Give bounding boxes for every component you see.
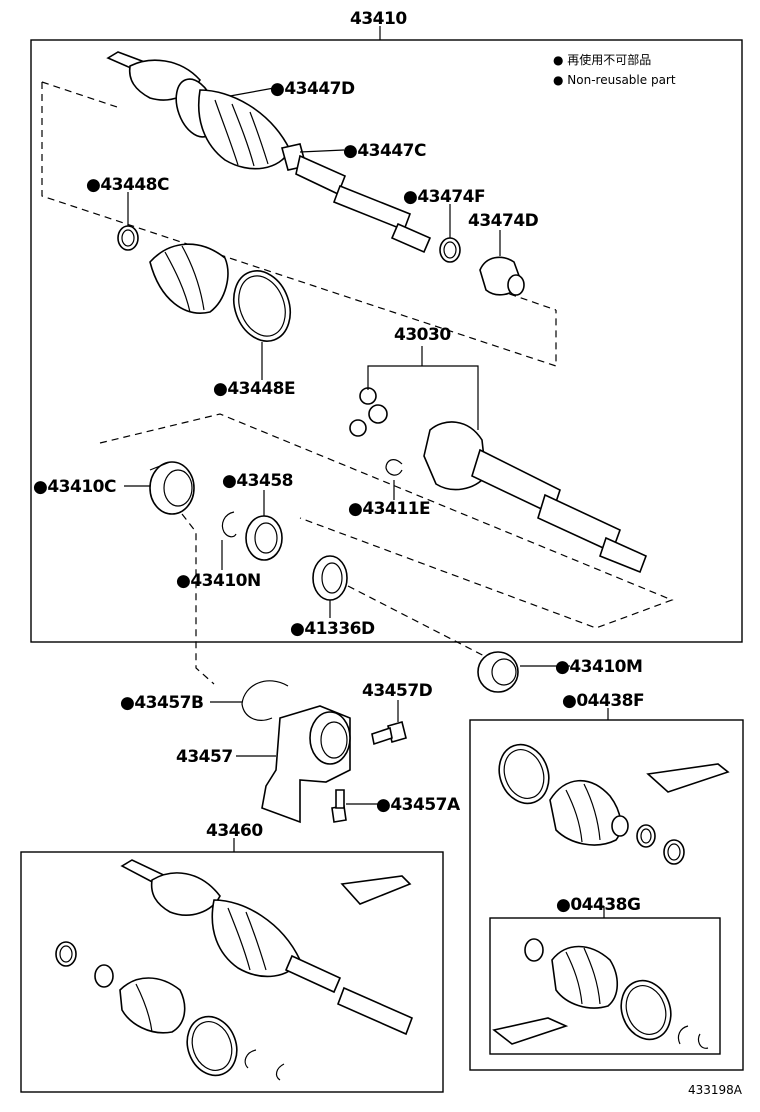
- seal-43458: [245, 515, 283, 561]
- outer-joint-shaft: [106, 51, 432, 254]
- snap-ring-43410N: [221, 511, 237, 538]
- label-43410M: ●43410M: [555, 657, 642, 677]
- label-43460: 43460: [206, 821, 263, 841]
- label-43457A: ●43457A: [376, 795, 461, 815]
- seal-41336D: [312, 555, 348, 601]
- label-43448C: ●43448C: [86, 175, 169, 195]
- label-43410: 43410: [350, 9, 407, 29]
- kit-04438G-frame: [489, 917, 721, 1055]
- label-41336D: ●41336D: [290, 619, 375, 639]
- label-43474D: 43474D: [468, 211, 539, 231]
- label-43410C: ●43410C: [33, 477, 116, 497]
- label-43457B: ●43457B: [120, 693, 203, 713]
- label-43458: ●43458: [222, 471, 293, 491]
- label-43030: 43030: [394, 325, 451, 345]
- label-43411E: ●43411E: [348, 499, 430, 519]
- bearing-43410C: [149, 461, 195, 515]
- kit-04438F-frame: [469, 719, 744, 1071]
- bearing-43410M: [477, 651, 519, 693]
- label-43448E: ●43448E: [213, 379, 295, 399]
- snap-ring-43411E: [385, 459, 403, 476]
- label-43447D: ●43447D: [270, 79, 355, 99]
- assembly-43460-frame: [20, 851, 444, 1093]
- damper-43474D: [479, 256, 525, 296]
- band-43448E: [232, 270, 292, 342]
- label-43410N: ●43410N: [176, 571, 261, 591]
- label-04438F: ●04438F: [562, 691, 644, 711]
- kit-04438F-parts: [498, 743, 730, 865]
- legend-jp: ● 再使用不可部品: [553, 52, 651, 67]
- inner-joint-43030: [349, 387, 648, 574]
- snap-ring-43457B: [241, 680, 289, 721]
- dashed-region-upper: [41, 82, 557, 367]
- assembly-43460-parts: [55, 859, 414, 1081]
- label-04438G: ●04438G: [556, 895, 640, 915]
- kit-04438G-parts: [492, 938, 709, 1049]
- bolt-43457D: [371, 721, 407, 746]
- bracket-43457: [261, 705, 351, 824]
- clamp-43448C: [117, 225, 139, 251]
- label-43474F: ●43474F: [403, 187, 485, 207]
- label-43457: 43457: [176, 747, 233, 767]
- label-43457D: 43457D: [362, 681, 433, 701]
- snap-ring-43474F: [439, 237, 461, 263]
- inner-boot: [149, 243, 229, 314]
- bolt-43457A: [331, 789, 347, 823]
- assembly-43410-frame: [30, 39, 743, 643]
- label-43447C: ●43447C: [343, 141, 426, 161]
- figure-code: 433198A: [688, 1083, 743, 1097]
- dashed-region-lower: [99, 413, 674, 629]
- legend-en: ● Non-reusable part: [553, 73, 676, 87]
